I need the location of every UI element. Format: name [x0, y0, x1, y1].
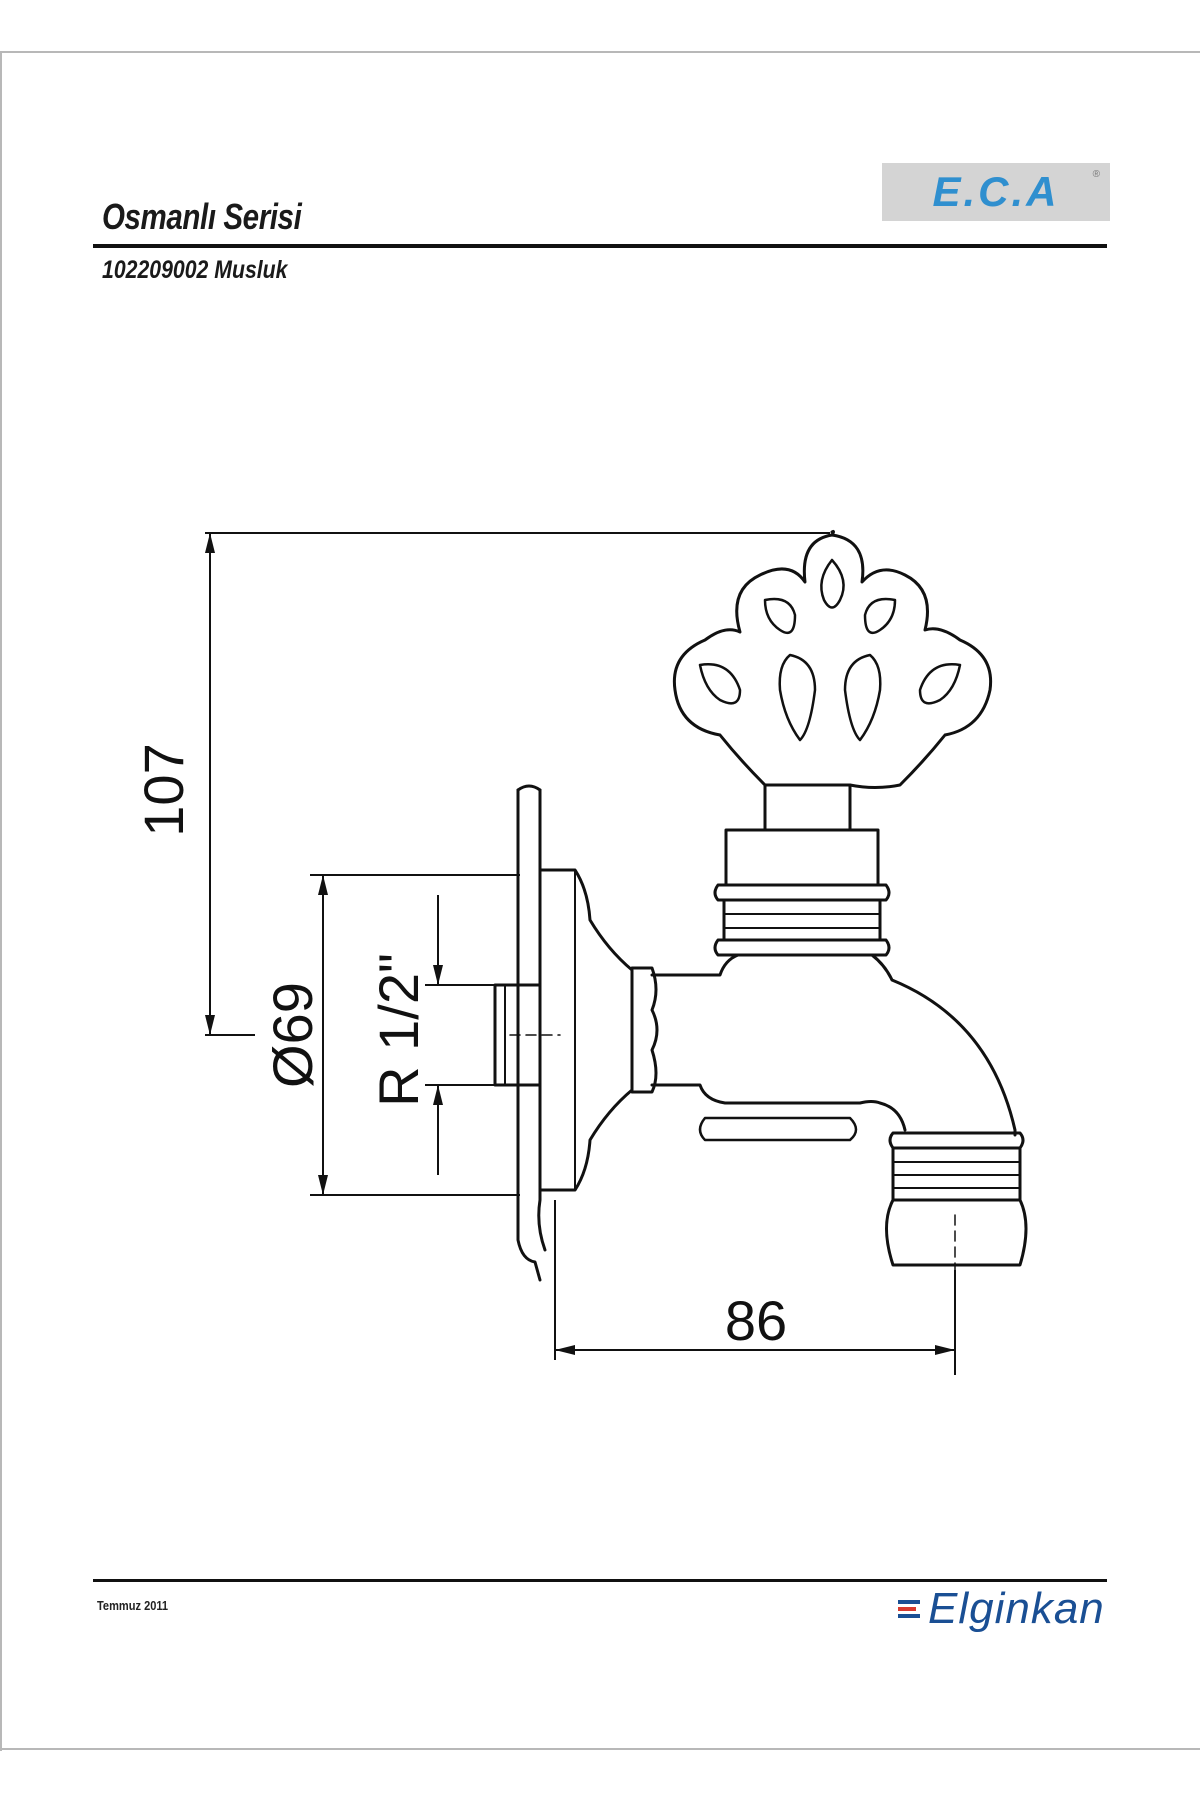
- dimension-lines: [205, 532, 956, 1375]
- faucet-outline: [493, 529, 1028, 1282]
- collar: [630, 966, 659, 1094]
- eca-logo-text: E.C.A: [932, 168, 1060, 215]
- petal-cutout: [843, 653, 882, 742]
- eca-logo: E.C.A ®: [882, 163, 1110, 221]
- product-code: 102209002 Musluk: [102, 256, 288, 284]
- elginkan-logo: Elginkan: [898, 1584, 1118, 1634]
- wall-section: [516, 788, 547, 1282]
- dim-label-thread: R 1/2": [367, 953, 430, 1107]
- petal-cutout: [918, 663, 962, 705]
- spout-rings: [888, 1131, 1025, 1150]
- elginkan-stripes-icon: [898, 1600, 922, 1622]
- header-divider: [93, 244, 1107, 248]
- page-border-bottom: [0, 1748, 1200, 1750]
- petal-cutout: [778, 653, 817, 742]
- page-border-left: [0, 51, 2, 1751]
- valve-housing: [724, 828, 880, 887]
- flange: [538, 868, 634, 1192]
- registered-mark-icon: ®: [1092, 169, 1100, 180]
- petal-cutout: [863, 597, 897, 635]
- footer-divider: [93, 1579, 1107, 1582]
- tap-handle: [672, 533, 993, 789]
- valve-stem: [763, 783, 852, 832]
- petal-cutout: [763, 597, 797, 635]
- dim-label-height: 107: [132, 743, 195, 836]
- series-title: Osmanlı Serisi: [102, 196, 302, 237]
- elginkan-logo-text: Elginkan: [928, 1584, 1105, 1633]
- faucet-body: [650, 953, 1017, 1137]
- petal-cutout: [820, 558, 845, 609]
- petal-cutout: [698, 663, 742, 705]
- page-border-top: [0, 51, 1200, 53]
- footer-date: Temmuz 2011: [97, 1598, 169, 1613]
- dim-label-projection: 86: [725, 1289, 787, 1352]
- dim-label-flange-diameter: Ø69: [261, 982, 324, 1088]
- threaded-inlet: [493, 983, 542, 1087]
